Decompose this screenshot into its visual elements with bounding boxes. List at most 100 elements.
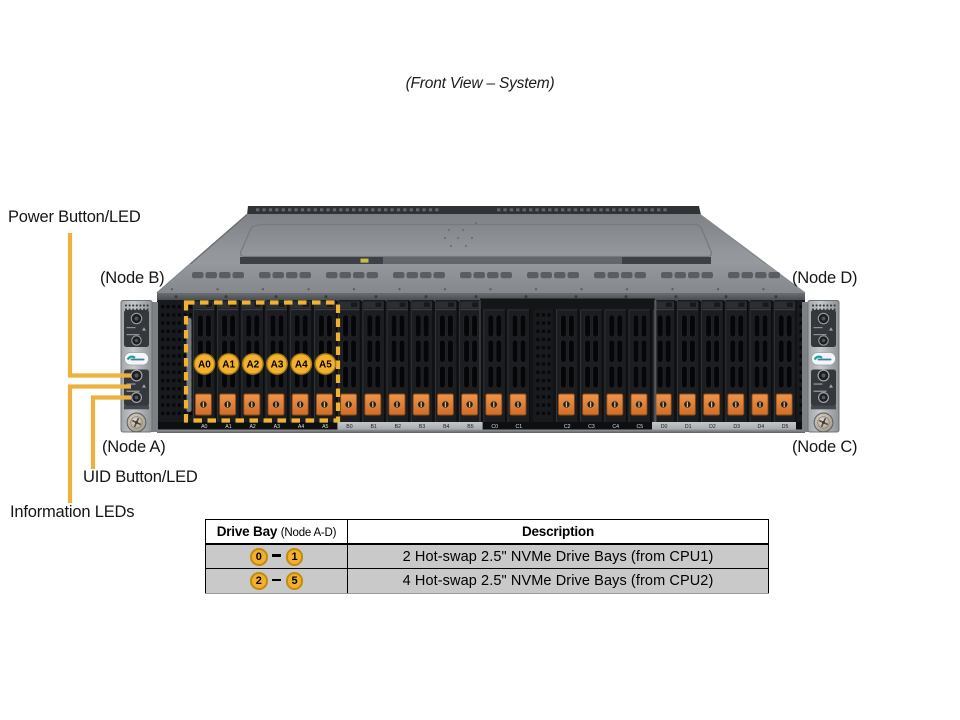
drive-bay-B0 [338, 300, 361, 422]
ear-warning-icon [829, 327, 833, 331]
bay-strip-label-node_a-5: A5 [322, 424, 328, 430]
table-header-description: Description [347, 519, 769, 546]
range-dash [272, 554, 281, 558]
ear-warning-icon [142, 327, 146, 331]
label-node-c: (Node C) [792, 438, 858, 456]
label-information-leds: Information LEDs [10, 502, 135, 521]
bay-strip-label-node_a-2: A2 [249, 424, 255, 430]
chassis-front-bezel [157, 264, 805, 293]
chassis-back-vents [256, 208, 667, 212]
left-control-ear [120, 300, 158, 433]
drive-bay-D3 [725, 300, 748, 422]
ear-lower-panel [811, 369, 836, 406]
drive-release-handle [702, 301, 723, 309]
ear-warning-icon [829, 384, 833, 388]
table-header-drive-bay-sub: (Node A-D) [280, 527, 337, 540]
ear-model-bar [811, 405, 836, 410]
drive-bay-B4 [435, 300, 458, 422]
front-top-rail-c-cage [480, 298, 655, 310]
drive-release-handle [436, 301, 457, 309]
front-rail-screws [174, 295, 778, 299]
bay-badge-text: A3 [271, 360, 284, 371]
drive-release-handle [339, 301, 360, 309]
chassis-top-groove [240, 257, 711, 264]
bay-description-cell: 2 Hot-swap 2.5" NVMe Drive Bays (from CP… [347, 543, 769, 570]
drive-release-handle [412, 301, 433, 309]
bay-strip-label-node_d-4: D4 [758, 424, 765, 430]
table-header-row: Drive Bay (Node A-D) Description [205, 519, 769, 546]
callout-line-power-button [67, 233, 131, 378]
drive-bay-D5 [773, 300, 797, 422]
bay-number-badge: 0 [249, 547, 268, 566]
bay-strip-label-node_b-0: B0 [346, 424, 352, 430]
drive-bay-B5 [459, 300, 482, 422]
bay-strip-label-node_d-1: D1 [685, 424, 692, 430]
callout-line-uid-button [90, 395, 131, 469]
bay-strip-label-node_a-0: A0 [201, 424, 207, 430]
drive-release-handle [194, 301, 215, 309]
drive-release-handle [363, 301, 384, 309]
chassis-top-back-edge [247, 206, 701, 215]
bay-strip-label-node_d-3: D3 [733, 424, 740, 430]
drive-bay-C2 [556, 300, 579, 422]
drive-release-handle [291, 301, 312, 309]
callout-line-information-leds [67, 384, 131, 503]
drive-release-handle [654, 301, 675, 309]
bay-badge-A3: A3 [266, 353, 288, 375]
table-header-drive-bay-main: Drive Bay [216, 524, 278, 540]
label-power-button-led: Power Button/LED [8, 208, 141, 226]
callout-lines [67, 233, 131, 503]
label-uid-button-led: UID Button/LED [83, 467, 198, 486]
bay-badge-A4: A4 [290, 353, 313, 375]
bay-strip-label-node_c-2: C2 [564, 424, 571, 430]
drive-bay-C1 [507, 300, 531, 422]
ear-upper-panel [124, 310, 149, 347]
front-bottom-lip [157, 429, 805, 433]
drive-bay-B2 [386, 300, 410, 422]
bay-strip-label-node_d-2: D2 [709, 424, 716, 430]
bay-badge-A5: A5 [314, 353, 337, 375]
bay-strip-label-node_b-2: B2 [395, 424, 401, 430]
bay-badge-A0: A0 [193, 353, 216, 375]
ear-warning-icon [142, 384, 146, 388]
bay-strip-label-node_a-3: A3 [274, 424, 280, 430]
cage-divider-bc [479, 300, 481, 422]
brand-logo-swoosh [813, 355, 823, 361]
drive-release-handle [315, 301, 336, 309]
bay-strip-label-node_d-5: D5 [782, 424, 789, 430]
bay-badge-text: A2 [246, 360, 259, 371]
bay-strip-label-node_b-4: B4 [443, 424, 449, 430]
brand-logo-swoosh [126, 355, 136, 361]
label-node-a: (Node A) [102, 438, 166, 456]
chassis-top [156, 206, 806, 294]
drive-release-handle [775, 301, 796, 309]
bay-badge-A2: A2 [241, 353, 264, 375]
drive-bay-C3 [580, 300, 603, 422]
drive-release-handle [460, 301, 481, 309]
bay-strip-label-node_a-4: A4 [298, 424, 304, 430]
bay-strip-label-node_b-3: B3 [419, 424, 425, 430]
bay-strip-label-node_c-1: C1 [516, 424, 523, 430]
drive-bay-C4 [604, 300, 627, 422]
bay-badge-text: A0 [198, 360, 211, 371]
information-led-icon [813, 383, 823, 385]
drive-bay-C0 [483, 300, 506, 422]
chassis-top-latch-left [240, 257, 383, 264]
chassis-warning-sticker [360, 258, 369, 263]
drive-release-handle [750, 301, 771, 309]
bay-strip-label-node_d-0: D0 [661, 424, 668, 430]
bay-badge-text: A1 [222, 360, 235, 371]
ear-upper-panel [811, 310, 836, 347]
bay-strip-label-node_c-3: C3 [588, 424, 595, 430]
drive-bay-C5 [628, 300, 652, 422]
right-control-ear [802, 300, 840, 433]
drive-release-handle [726, 301, 747, 309]
